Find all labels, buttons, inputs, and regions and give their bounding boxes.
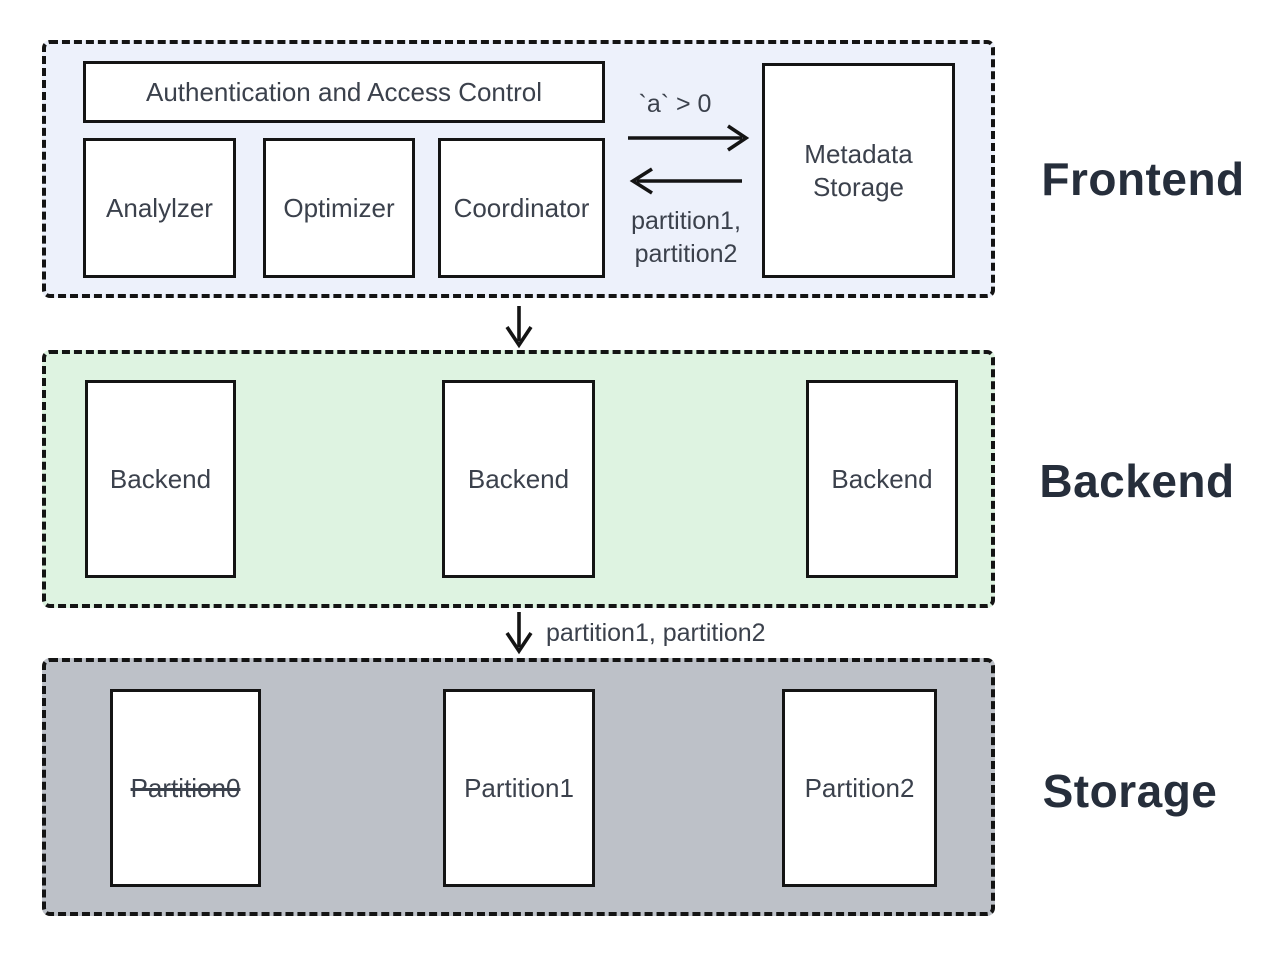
auth-access-control-box: Authentication and Access Control — [83, 61, 605, 123]
storage-node-label: Partition0 — [130, 772, 241, 803]
optimizer-box: Optimizer — [263, 138, 415, 278]
arrow-frontend-to-backend-icon — [505, 306, 533, 349]
coordinator-box: Coordinator — [438, 138, 605, 278]
partition-box: Partition1 — [443, 689, 595, 887]
backend-node-label: Backend — [467, 463, 570, 494]
backend-node-box: Backend — [442, 380, 595, 578]
metadata-storage-label: Metadata Storage — [804, 138, 913, 202]
partition-box: Partition0 — [110, 689, 261, 887]
frontend-tier-title: Frontend — [1041, 153, 1245, 205]
partition-box: Partition2 — [782, 689, 937, 887]
analyzer-box: Analylzer — [83, 138, 236, 278]
arrow-backend-to-storage-icon — [505, 612, 533, 655]
backend-node-box: Backend — [85, 380, 236, 578]
condition-label: `a` > 0 — [638, 90, 712, 118]
storage-node-label: Partition2 — [804, 772, 915, 803]
metadata-return-label: partition1, partition2 — [631, 207, 741, 268]
auth-access-control-label: Authentication and Access Control — [145, 76, 543, 107]
storage-node-label: Partition1 — [464, 772, 574, 803]
analyzer-label: Analylzer — [106, 192, 213, 223]
backend-node-box: Backend — [806, 380, 958, 578]
backend-node-label: Backend — [831, 463, 933, 494]
metadata-storage-box: Metadata Storage — [762, 63, 955, 278]
backend-node-label: Backend — [109, 463, 212, 494]
backend-tier-title: Backend — [1039, 455, 1235, 507]
storage-tier-title: Storage — [1042, 765, 1218, 817]
optimizer-label: Optimizer — [283, 192, 395, 223]
coordinator-label: Coordinator — [453, 192, 590, 223]
backend-to-storage-label: partition1, partition2 — [546, 619, 766, 647]
